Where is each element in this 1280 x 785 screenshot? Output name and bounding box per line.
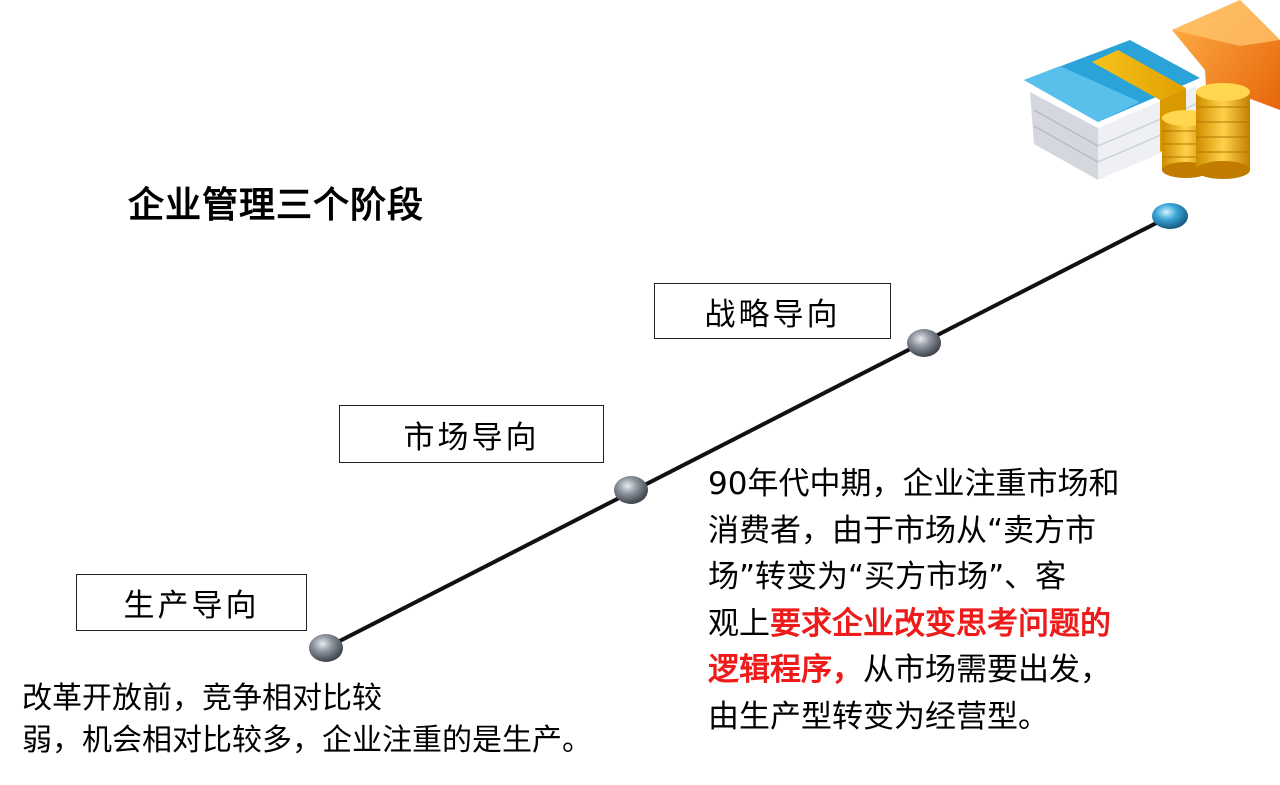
description-market-highlight: 要求企业改变思考问题的 (770, 605, 1111, 642)
description-market-line: 场”转变为“买方市场”、客 (708, 559, 1067, 595)
description-market-line: 观上要求企业改变思考问题的 (708, 601, 1119, 648)
description-market-text: 从市场需要出发， (863, 652, 1111, 688)
timeline-node-end (1152, 203, 1188, 229)
description-market-line: 由生产型转变为经营型。 (708, 698, 1049, 735)
description-market-line: 90年代中期，企业注重市场和 (708, 466, 1120, 502)
timeline-node-strategy (907, 329, 941, 357)
stage-label-production: 生产导向 (123, 588, 260, 624)
timeline-node-production (309, 634, 343, 662)
description-production: 改革开放前，竞争相对比较 弱，机会相对比较多，企业注重的是生产。 (22, 678, 592, 762)
description-market-line: 消费者，由于市场从“卖方市 (708, 512, 1097, 549)
stage-box-market: 市场导向 (339, 405, 604, 463)
description-market-highlight: 逻辑程序， (708, 652, 863, 688)
stage-box-production: 生产导向 (76, 574, 307, 631)
timeline-line (325, 214, 1171, 650)
description-production-line: 改革开放前，竞争相对比较 (22, 681, 382, 716)
description-market-line: 逻辑程序，从市场需要出发， (708, 647, 1119, 694)
timeline-node-market (614, 476, 648, 504)
stage-label-market: 市场导向 (403, 419, 540, 456)
money-stack-with-coins-and-growth-arrow-icon (1024, 0, 1280, 180)
stage-box-strategy: 战略导向 (654, 283, 891, 339)
description-production-line: 弱，机会相对比较多，企业注重的是生产。 (22, 723, 592, 758)
description-market: 90年代中期，企业注重市场和 消费者，由于市场从“卖方市 场”转变为“买方市场”… (708, 461, 1119, 740)
stage-label-strategy: 战略导向 (704, 296, 841, 333)
description-market-text: 观上 (708, 605, 770, 642)
page-title: 企业管理三个阶段 (128, 185, 425, 226)
